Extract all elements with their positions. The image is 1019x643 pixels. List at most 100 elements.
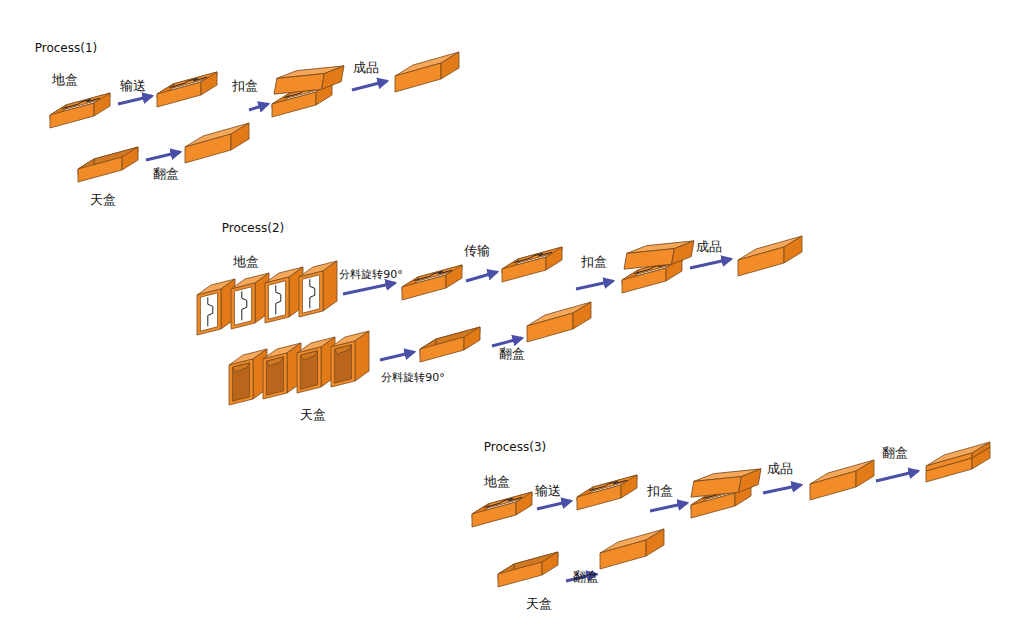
step-label: 天盒 bbox=[90, 192, 116, 208]
box-front bbox=[402, 275, 446, 300]
step-label: 扣盒 bbox=[581, 254, 607, 270]
box-lidOpen bbox=[78, 147, 138, 182]
box-opening bbox=[300, 351, 317, 389]
box-upTray bbox=[299, 261, 337, 317]
flow-arrow bbox=[876, 471, 918, 481]
box-side bbox=[573, 302, 591, 329]
step-label: 翻盒 bbox=[153, 166, 179, 182]
box-front bbox=[691, 469, 741, 506]
box-front bbox=[472, 502, 516, 527]
box-front bbox=[197, 289, 221, 335]
box-closed bbox=[738, 236, 802, 276]
inner-wall bbox=[300, 351, 317, 360]
step-label: 地盒 bbox=[484, 474, 510, 490]
box-side bbox=[972, 442, 990, 469]
box-side bbox=[446, 265, 462, 288]
box-closed bbox=[624, 230, 694, 281]
box-tray bbox=[402, 265, 462, 300]
box-front bbox=[527, 313, 573, 342]
box-front bbox=[502, 257, 546, 282]
step-label: 输送 bbox=[535, 483, 561, 499]
flow-arrow bbox=[343, 283, 395, 294]
flow-arrow bbox=[118, 96, 152, 104]
box-front bbox=[498, 562, 542, 587]
box-closed bbox=[527, 302, 591, 342]
box-opening bbox=[266, 357, 283, 395]
box-opening bbox=[302, 275, 319, 313]
insert-line bbox=[276, 285, 281, 314]
box-front bbox=[231, 283, 255, 329]
box-side bbox=[739, 466, 761, 496]
flow-arrow bbox=[146, 152, 180, 160]
flow-arrow bbox=[352, 81, 387, 90]
flow-arrow bbox=[249, 104, 268, 110]
step-label: Process(3) bbox=[484, 440, 547, 454]
step-label: 翻盒 bbox=[882, 445, 908, 461]
box-front bbox=[420, 337, 464, 362]
flow-arrow bbox=[650, 503, 687, 511]
box-opening bbox=[234, 287, 251, 325]
step-label: 成品 bbox=[696, 239, 722, 255]
box-side bbox=[516, 492, 532, 515]
box-opening bbox=[200, 293, 217, 331]
flow-arrow bbox=[380, 352, 414, 360]
flow-arrow bbox=[690, 259, 731, 268]
box-upTray bbox=[197, 279, 235, 335]
box-front bbox=[185, 134, 231, 163]
box-front bbox=[263, 353, 287, 399]
box-lidOpen bbox=[420, 327, 480, 362]
box-opening bbox=[232, 363, 249, 401]
box-side bbox=[621, 475, 637, 498]
box-closed bbox=[274, 55, 344, 106]
box-upLid bbox=[297, 337, 335, 393]
step-label: 成品 bbox=[767, 461, 793, 477]
step-label: 扣盒 bbox=[647, 483, 673, 499]
box-side bbox=[784, 236, 802, 263]
box-upLid bbox=[331, 331, 369, 387]
box-tray bbox=[472, 492, 532, 527]
box-front bbox=[395, 63, 441, 92]
box-front bbox=[622, 268, 666, 293]
box-side bbox=[546, 247, 562, 270]
box-front bbox=[810, 471, 856, 500]
box-tray bbox=[157, 72, 217, 107]
step-label: 传输 bbox=[464, 243, 490, 259]
box-illustrations bbox=[50, 52, 990, 587]
inner-wall bbox=[232, 363, 249, 372]
box-front bbox=[272, 92, 316, 117]
box-front bbox=[157, 82, 201, 107]
box-front bbox=[50, 103, 94, 128]
box-side bbox=[201, 72, 217, 95]
box-front bbox=[577, 485, 621, 510]
box-front bbox=[297, 347, 321, 393]
box-tray bbox=[50, 93, 110, 128]
box-side bbox=[542, 552, 558, 575]
box-front bbox=[229, 359, 253, 405]
box-closed bbox=[600, 529, 664, 569]
box-front bbox=[331, 341, 355, 387]
step-label: Process(1) bbox=[35, 41, 98, 55]
step-label: Process(2) bbox=[222, 221, 285, 235]
step-label: 天盒 bbox=[526, 596, 552, 612]
box-front bbox=[265, 277, 289, 323]
step-label: 天盒 bbox=[300, 407, 326, 423]
step-label: 地盒 bbox=[233, 254, 259, 270]
step-label: 输送 bbox=[120, 78, 146, 94]
box-tray bbox=[502, 247, 562, 282]
box-tray bbox=[577, 475, 637, 510]
box-closed bbox=[691, 458, 761, 509]
box-front bbox=[738, 247, 784, 276]
step-label: 地盒 bbox=[52, 72, 78, 88]
box-side bbox=[672, 238, 694, 268]
flow-arrow bbox=[576, 281, 613, 289]
box-upLid bbox=[229, 349, 267, 405]
box-opening bbox=[334, 345, 351, 383]
step-label: 分料旋转90° bbox=[381, 371, 445, 384]
box-closed bbox=[810, 460, 874, 500]
flow-arrow bbox=[537, 501, 571, 509]
box-opening bbox=[268, 281, 285, 319]
flow-arrows bbox=[118, 81, 918, 581]
insert-line bbox=[310, 279, 315, 308]
box-side bbox=[323, 261, 337, 311]
